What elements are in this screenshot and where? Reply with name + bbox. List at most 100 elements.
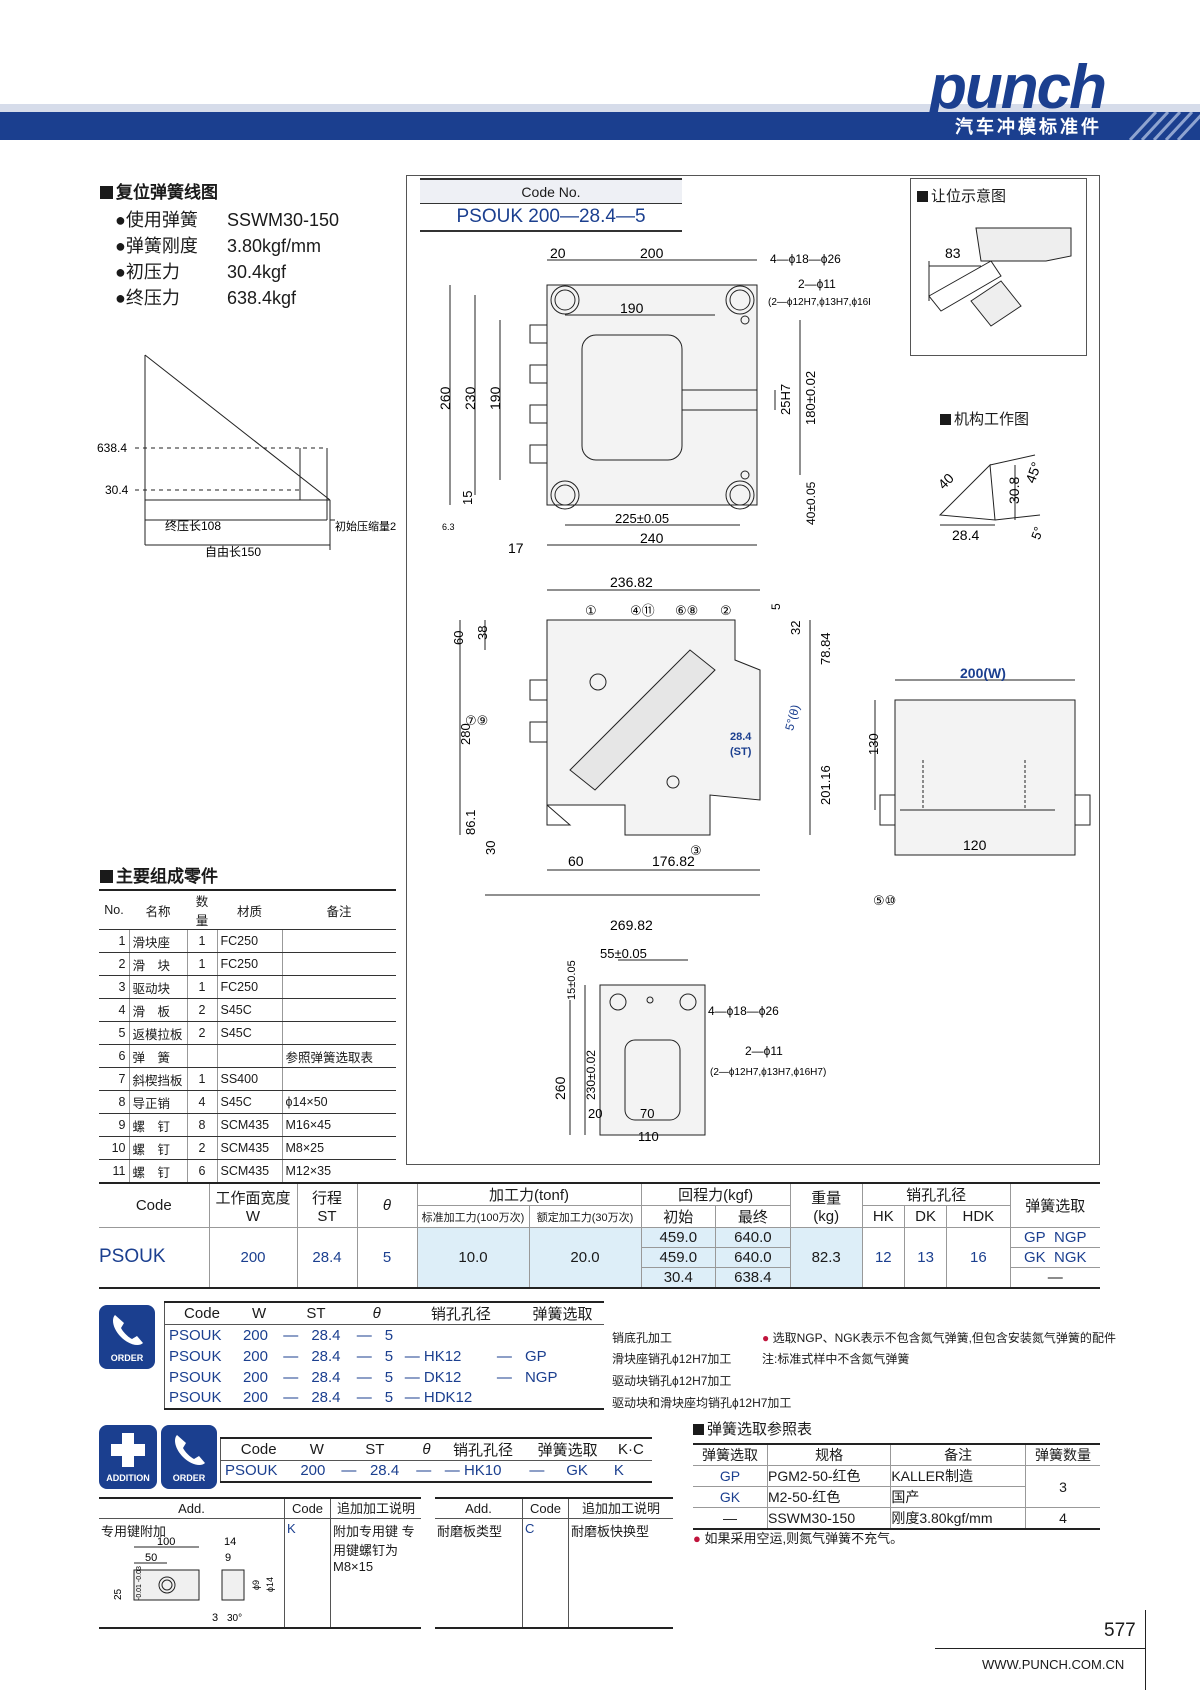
key-dim-3: 3 — [212, 1612, 218, 1624]
key-dim-d14: ϕ14 — [265, 1577, 275, 1592]
balloon-510: ⑤⑩ — [873, 893, 896, 908]
dim-120: 120 — [963, 837, 987, 853]
add-table-right: Add. Code 追加加工说明 耐磨板类型 C 耐磨板快换型 — [435, 1497, 673, 1629]
y-label-638: 638.4 — [97, 441, 127, 455]
key-dim-25: 25 — [113, 1588, 124, 1600]
top-view-drawing: 20 200 4—ϕ18—ϕ26 2—ϕ11 (2—ϕ12H7,ϕ13H7,ϕ1… — [437, 245, 870, 556]
balloon-2: ② — [720, 603, 732, 618]
mech-d1: 40 — [935, 470, 957, 492]
code-no-box: Code No. PSOUK 200—28.4—5 — [420, 178, 682, 232]
label-init-comp: 初始压缩量2 — [335, 519, 396, 533]
add-table-left: Add. Code 追加加工说明 专用键附加 K 附加专用键 专用键螺钉为 M8… — [99, 1497, 421, 1629]
key-dim-30deg: 30° — [227, 1613, 242, 1624]
header-band-light — [0, 104, 1200, 112]
dim-78: 78.84 — [818, 632, 833, 665]
dim-5: 5 — [769, 603, 783, 610]
label-free-len: 自由长150 — [205, 545, 261, 559]
key-dim-d9: ϕ9 — [251, 1580, 261, 1590]
dim-86: 86.1 — [463, 810, 478, 835]
dim-38: 38 — [475, 626, 490, 640]
dim-holes5: 2—ϕ11 — [745, 1044, 783, 1058]
header-subtitle: 汽车冲模标准件 — [955, 117, 1102, 137]
dim-st-label: (ST) — [730, 746, 752, 758]
dim-55: 55±0.05 — [600, 946, 647, 961]
dim-holes1: 4—ϕ18—ϕ26 — [770, 252, 841, 266]
dim-190h: 190 — [620, 300, 644, 316]
order-note-4: 驱动块和滑块座均销孔ϕ12H7加工 — [612, 1396, 792, 1410]
spring-sel-title: 弹簧选取参照表 — [693, 1418, 812, 1439]
key-dim-14: 14 — [224, 1536, 236, 1548]
order-note-2: 滑块座销孔ϕ12H7加工 — [612, 1352, 732, 1366]
dim-holes4: 4—ϕ18—ϕ26 — [708, 1004, 779, 1018]
y-label-30: 30.4 — [105, 483, 129, 497]
code-no-label: Code No. — [420, 180, 682, 204]
addition-order-badge: ORDER — [161, 1425, 217, 1489]
dim-32: 32 — [788, 621, 803, 635]
roughness-1: 6.3 — [442, 522, 455, 532]
balloon-3: ③ — [690, 843, 702, 858]
warning-icon: ● — [693, 1531, 701, 1546]
phone-icon — [175, 1435, 205, 1465]
dim-130: 130 — [866, 733, 881, 755]
dim-holes6: (2—ϕ12H7,ϕ13H7,ϕ16H7) — [710, 1067, 826, 1078]
dim-holes3: (2—ϕ12H7,ϕ13H7,ϕ16H7) — [768, 297, 870, 308]
clearance-dim: 83 — [945, 245, 961, 261]
parts-title: 主要组成零件 — [100, 862, 218, 887]
dim-st-value: 28.4 — [730, 731, 752, 743]
dim-280: 280 — [458, 723, 473, 745]
clearance-sketch: 83 — [928, 227, 1072, 327]
footer-line — [935, 1648, 1145, 1649]
mech-d4: 28.4 — [952, 527, 979, 543]
dim-15: 15 — [460, 491, 475, 505]
dim-200: 200 — [640, 245, 664, 261]
header-stripes — [1128, 112, 1200, 140]
key-dim-9: 9 — [225, 1552, 231, 1564]
spring-sel-warning: ● 如果采用空运,则氮气弹簧不充气。 — [693, 1531, 904, 1546]
dim-17: 17 — [508, 540, 524, 556]
spec-code: PSOUK — [99, 1227, 210, 1289]
dim-theta: 5°(θ) — [782, 703, 802, 732]
dim-230b: 230±0.02 — [584, 1050, 598, 1100]
spring-curve-title: 复位弹簧线图 — [100, 178, 218, 203]
order-note-1: 销底孔加工 — [612, 1331, 673, 1345]
key-dim-tol: -0.01 -0.03 — [136, 1566, 143, 1600]
front-view-drawing: 236.82 ① ④⑪ ⑥⑧ ② 60 38 5 32 78.84 280 ⑦⑨… — [451, 574, 833, 933]
bottom-view-drawing: 55±0.05 15±0.05 260 230±0.02 20 70 110 4… — [552, 946, 826, 1144]
mech-d3: 45° — [1022, 460, 1044, 485]
dim-25h7: 25H7 — [778, 384, 793, 415]
dim-201: 201.16 — [818, 765, 833, 805]
dim-260b: 260 — [552, 1076, 568, 1100]
dim-15b: 15±0.05 — [566, 960, 578, 1000]
phone-icon — [113, 1315, 143, 1345]
mechanism-title: 机构工作图 — [940, 408, 1029, 429]
order-warning-2: 注:标准式样中不含氮气弹簧 — [762, 1352, 910, 1366]
dim-269: 269.82 — [610, 917, 653, 933]
dim-30: 30 — [483, 841, 498, 855]
addition-badge: ADDITION — [99, 1425, 157, 1489]
brand-logo: punch — [929, 53, 1107, 122]
spring-curve-chart: 638.4 30.4 终压长108 初始压缩量2 自由长150 — [97, 354, 396, 559]
balloon-411: ④⑪ — [630, 603, 655, 618]
dim-180: 180±0.02 — [803, 371, 818, 425]
balloon-79: ⑦⑨ — [465, 713, 488, 728]
drawing-frame — [406, 175, 1100, 1165]
footer-url: WWW.PUNCH.COM.CN — [982, 1657, 1125, 1672]
header-band — [0, 112, 1200, 140]
